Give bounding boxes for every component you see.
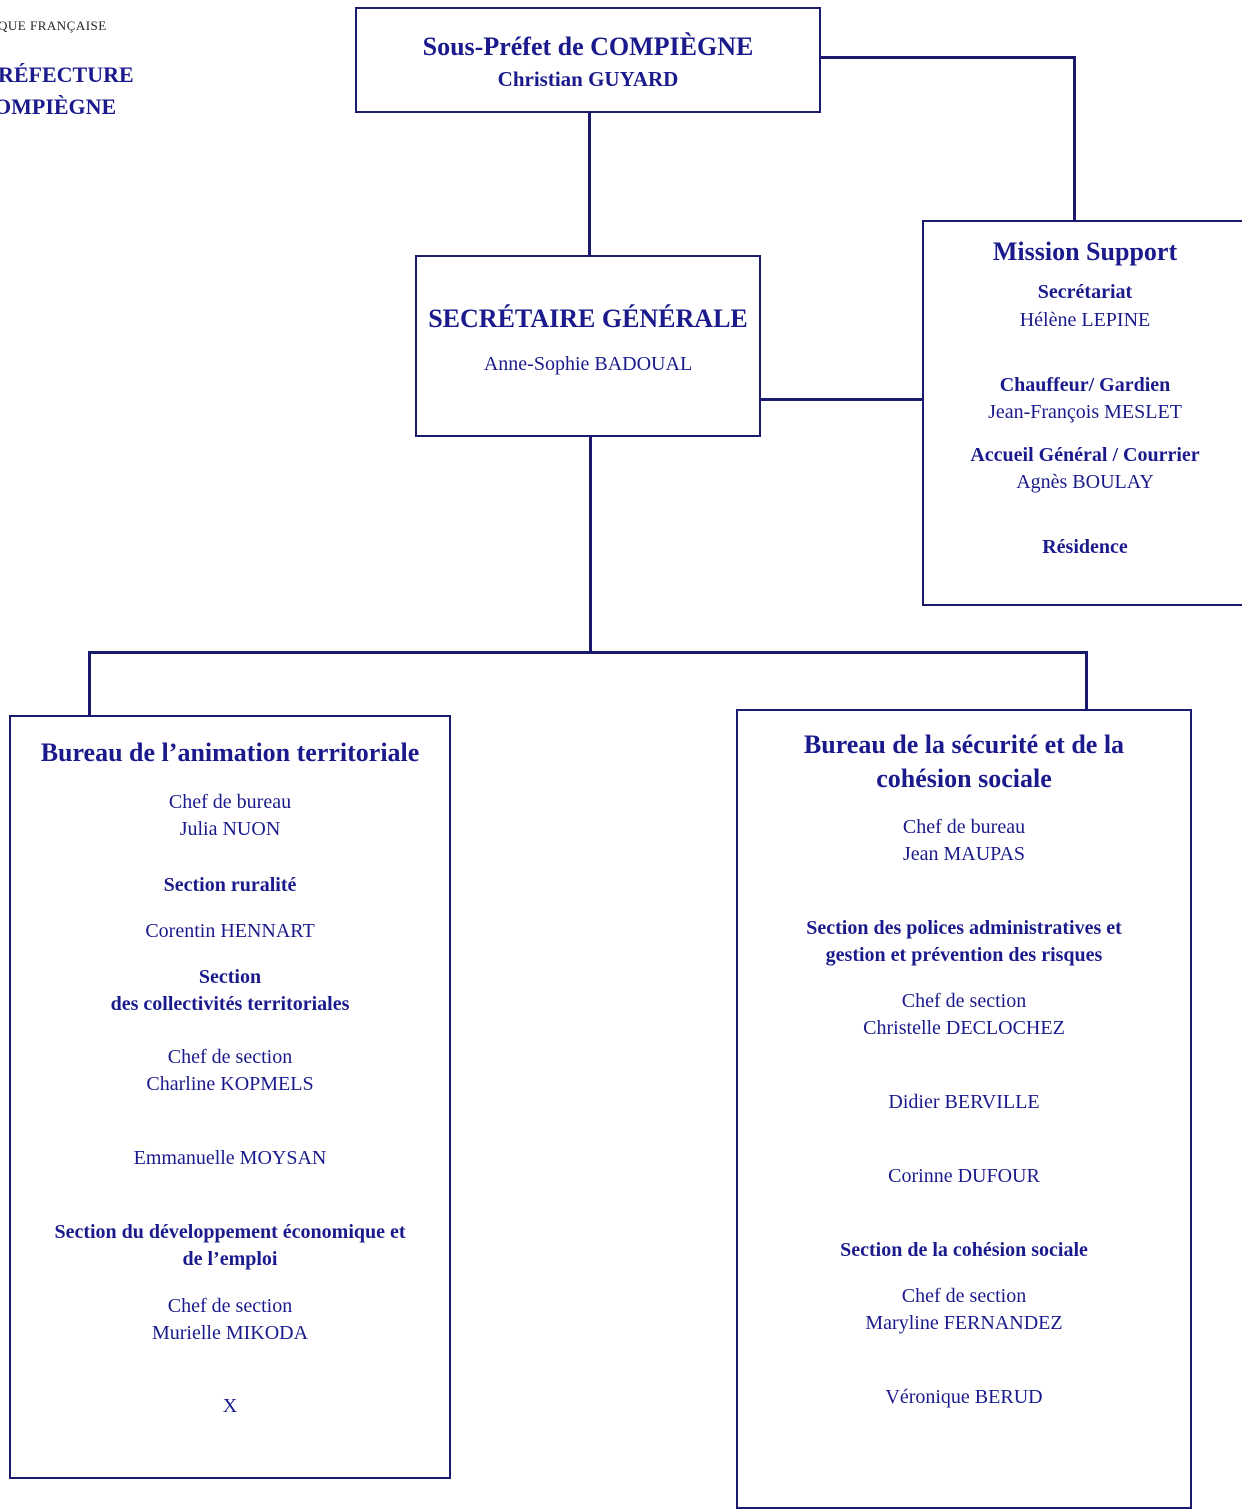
sg-name: Anne-Sophie BADOUAL <box>483 353 693 375</box>
bat-section-economique-title-1: Section du développement économique et <box>54 1221 406 1243</box>
connector-branch-right <box>1085 651 1088 709</box>
secretaire-generale-box: SECRÉTAIRE GÉNÉRALE Anne-Sophie BADOUAL <box>415 255 761 437</box>
bat-section-ruralite-title: Section ruralité <box>163 874 297 896</box>
sous-prefet-box: Sous-Préfet de COMPIÈGNE Christian GUYAR… <box>355 7 821 113</box>
bat-section-collectivites-member: Emmanuelle MOYSAN <box>133 1147 327 1169</box>
bat-section-collectivites-chef-name: Charline KOPMELS <box>146 1073 314 1095</box>
bsc-section-cohesion-chef-label: Chef de section <box>901 1285 1027 1307</box>
mission-chauffeur-name: Jean-François MESLET <box>988 401 1182 423</box>
bsc-section-cohesion-chef-name: Maryline FERNANDEZ <box>865 1312 1063 1334</box>
bsc-section-polices-title-1: Section des polices administratives et <box>806 917 1122 939</box>
bat-section-collectivites-title-1: Section <box>198 966 262 988</box>
mission-secretariat-title: Secrétariat <box>1037 281 1133 303</box>
bsc-section-polices-member-2: Corinne DUFOUR <box>888 1165 1040 1187</box>
sous-prefet-title: Sous-Préfet de COMPIÈGNE <box>422 32 754 61</box>
bureau-securite-box: Bureau de la sécurité et de la cohésion … <box>736 709 1192 1509</box>
mission-accueil-title: Accueil Général / Courrier <box>970 444 1200 466</box>
bsc-section-cohesion-member: Véronique BERUD <box>885 1386 1043 1408</box>
bsc-chef-label: Chef de bureau <box>902 816 1026 838</box>
connector-right-down <box>1073 56 1076 222</box>
prefecture-heading-line1: RÉFECTURE <box>0 62 134 87</box>
bat-section-economique-title-2: de l’emploi <box>182 1248 278 1270</box>
mission-support-box: Mission Support Secrétariat Hélène LEPIN… <box>922 220 1242 606</box>
bat-section-ruralite-name: Corentin HENNART <box>145 920 315 942</box>
connector-branch-left <box>88 651 91 715</box>
bsc-chef-name: Jean MAUPAS <box>902 843 1026 865</box>
bureau-animation-box: Bureau de l’animation territoriale Chef … <box>9 715 451 1479</box>
prefecture-heading-line2: OMPIÈGNE <box>0 94 117 119</box>
connector-top-to-sg <box>588 112 591 255</box>
connector-horizontal-branch <box>88 651 1087 654</box>
mission-accueil-name: Agnès BOULAY <box>1016 471 1154 493</box>
bsc-section-polices-member-1: Didier BERVILLE <box>888 1091 1040 1113</box>
bsc-section-cohesion-title: Section de la cohésion sociale <box>840 1239 1088 1261</box>
republic-label: QUE FRANÇAISE <box>0 18 107 33</box>
bat-title: Bureau de l’animation territoriale <box>40 738 420 767</box>
bat-chef-name: Julia NUON <box>179 818 281 840</box>
bsc-section-polices-title-2: gestion et prévention des risques <box>825 944 1103 966</box>
bat-section-economique-member: X <box>222 1395 238 1417</box>
mission-secretariat-name: Hélène LEPINE <box>1019 309 1151 331</box>
bat-section-collectivites-title-2: des collectivités territoriales <box>110 993 350 1015</box>
bsc-title-2: cohésion sociale <box>876 764 1052 793</box>
bsc-section-polices-chef-label: Chef de section <box>901 990 1027 1012</box>
bat-section-economique-chef-name: Murielle MIKODA <box>151 1322 309 1344</box>
bat-section-economique-chef-label: Chef de section <box>167 1295 293 1317</box>
connector-sg-down <box>589 436 592 653</box>
bat-chef-label: Chef de bureau <box>168 791 292 813</box>
bsc-section-polices-chef-name: Christelle DECLOCHEZ <box>863 1017 1065 1039</box>
bat-section-collectivites-chef-label: Chef de section <box>167 1046 293 1068</box>
mission-residence-title: Résidence <box>1042 536 1128 558</box>
bsc-title-1: Bureau de la sécurité et de la <box>803 730 1125 759</box>
mission-title: Mission Support <box>992 237 1178 266</box>
mission-chauffeur-title: Chauffeur/ Gardien <box>999 374 1171 396</box>
sg-title: SECRÉTAIRE GÉNÉRALE <box>428 304 748 333</box>
connector-sg-to-mission <box>760 398 924 401</box>
connector-top-right <box>819 56 1075 59</box>
sous-prefet-name: Christian GUYARD <box>497 67 679 91</box>
